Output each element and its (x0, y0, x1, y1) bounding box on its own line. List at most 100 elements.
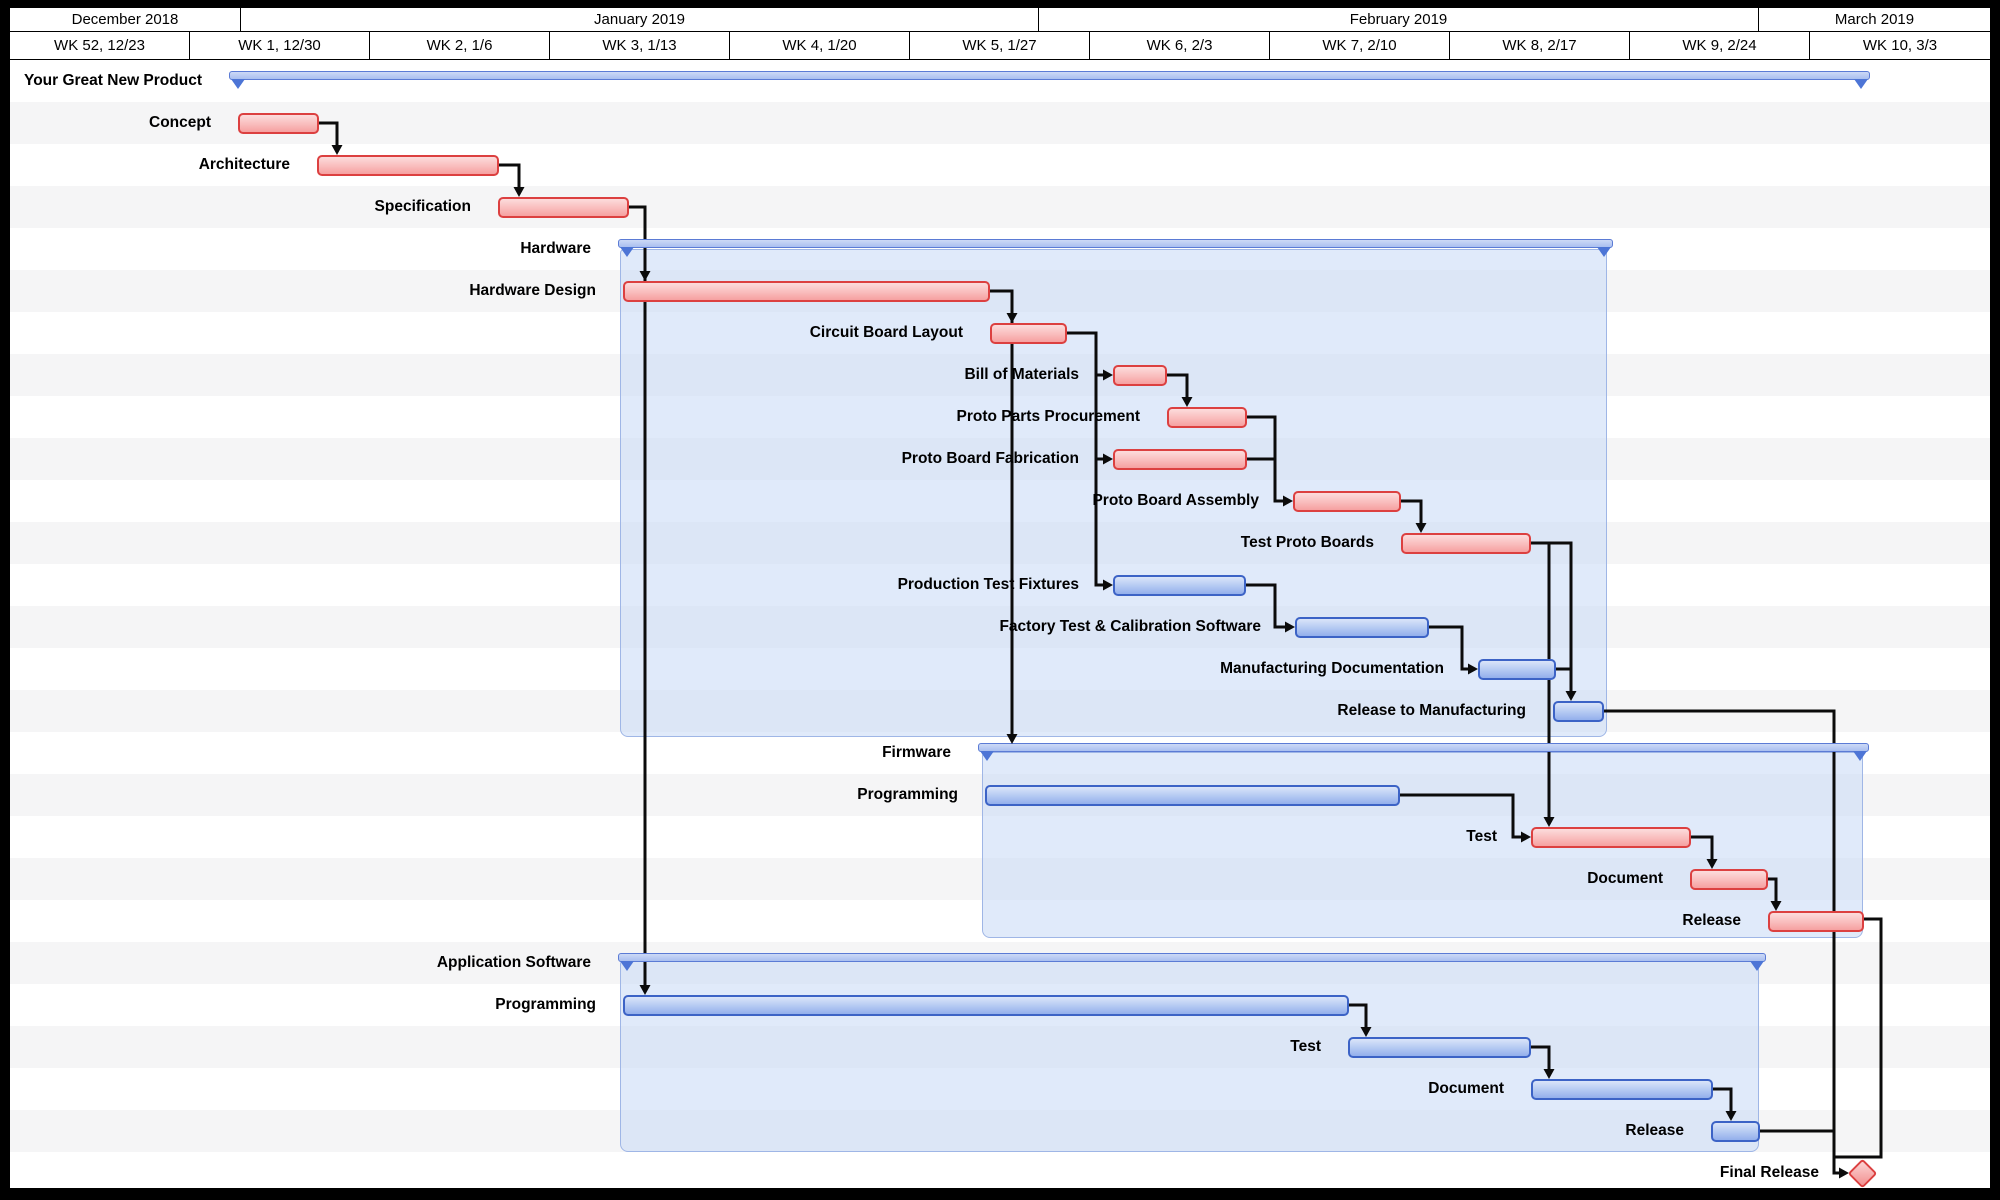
summary-end-right-icon (1597, 247, 1611, 257)
summary-bar-project[interactable] (229, 71, 1870, 89)
task-bar-bom[interactable] (1113, 364, 1167, 386)
month-label: January 2019 (594, 11, 685, 28)
task-label-app-release: Release (1625, 1122, 1684, 1139)
task-label-concept: Concept (149, 114, 211, 131)
row-stripe-4 (10, 186, 1990, 228)
task-label-pbf: Proto Board Fabrication (901, 450, 1079, 467)
row-stripe-2 (10, 102, 1990, 144)
month-label: February 2019 (1349, 11, 1448, 28)
week-label: WK 4, 1/20 (782, 37, 857, 54)
task-label-app-software: Application Software (436, 954, 591, 971)
week-cell-10: WK 9, 2/24 (1630, 32, 1810, 60)
summary-end-left-icon (620, 247, 634, 257)
task-label-final-release: Final Release (1719, 1164, 1819, 1181)
task-label-pba: Proto Board Assembly (1092, 492, 1259, 509)
summary-bar-app-software[interactable] (618, 953, 1766, 971)
task-bar-architecture[interactable] (317, 154, 499, 176)
task-bar-pbf[interactable] (1113, 448, 1247, 470)
month-label: March 2019 (1834, 11, 1915, 28)
task-label-cbl: Circuit Board Layout (809, 324, 963, 341)
summary-end-left-icon (980, 751, 994, 761)
task-label-app-test: Test (1290, 1038, 1321, 1055)
task-bar-hw-design[interactable] (623, 280, 990, 302)
month-cell-january-2019: January 2019 (241, 8, 1039, 32)
week-label: WK 9, 2/24 (1682, 37, 1757, 54)
month-label: December 2018 (71, 11, 179, 28)
milestone-final-release[interactable] (1847, 1158, 1877, 1188)
week-label: WK 2, 1/6 (426, 37, 493, 54)
task-bar-fw-document[interactable] (1690, 868, 1768, 890)
task-bar-specification[interactable] (498, 196, 629, 218)
task-bar-fw-release[interactable] (1768, 910, 1864, 932)
task-bar-ppp[interactable] (1167, 406, 1247, 428)
week-cell-7: WK 6, 2/3 (1090, 32, 1270, 60)
summary-end-right-icon (1854, 79, 1868, 89)
task-label-hardware: Hardware (520, 240, 591, 257)
task-label-specification: Specification (374, 198, 471, 215)
task-bar-app-programming[interactable] (623, 994, 1349, 1016)
week-cell-4: WK 3, 1/13 (550, 32, 730, 60)
task-label-tpb: Test Proto Boards (1240, 534, 1374, 551)
week-label: WK 5, 1/27 (962, 37, 1037, 54)
task-bar-app-test[interactable] (1348, 1036, 1531, 1058)
month-cell-december-2018: December 2018 (10, 8, 241, 32)
task-label-fw-document: Document (1587, 870, 1663, 887)
task-label-firmware: Firmware (882, 744, 951, 761)
week-label: WK 1, 12/30 (238, 37, 321, 54)
frame-right (1990, 0, 2000, 1200)
task-label-project: Your Great New Product (24, 72, 202, 89)
week-cell-9: WK 8, 2/17 (1450, 32, 1630, 60)
task-bar-ftcs[interactable] (1295, 616, 1429, 638)
week-label: WK 10, 3/3 (1862, 37, 1938, 54)
task-label-ppp: Proto Parts Procurement (956, 408, 1140, 425)
task-bar-pba[interactable] (1293, 490, 1401, 512)
task-bar-tpb[interactable] (1401, 532, 1531, 554)
summary-bar-firmware[interactable] (978, 743, 1869, 761)
task-label-hw-design: Hardware Design (469, 282, 596, 299)
week-cell-6: WK 5, 1/27 (910, 32, 1090, 60)
summary-end-left-icon (231, 79, 245, 89)
summary-end-right-icon (1853, 751, 1867, 761)
task-label-ftcs: Factory Test & Calibration Software (999, 618, 1261, 635)
week-cell-2: WK 1, 12/30 (190, 32, 370, 60)
week-cell-8: WK 7, 2/10 (1270, 32, 1450, 60)
task-label-rtm: Release to Manufacturing (1337, 702, 1526, 719)
app-software-region (620, 960, 1759, 1152)
frame-left (0, 0, 10, 1200)
task-bar-concept[interactable] (238, 112, 319, 134)
task-bar-fw-programming[interactable] (985, 784, 1400, 806)
frame-bottom (0, 1188, 2000, 1200)
week-cell-1: WK 52, 12/23 (10, 32, 190, 60)
task-bar-app-document[interactable] (1531, 1078, 1713, 1100)
task-label-mfg-doc: Manufacturing Documentation (1220, 660, 1444, 677)
month-cell-march-2019: March 2019 (1759, 8, 1990, 32)
week-label: WK 8, 2/17 (1502, 37, 1577, 54)
task-label-app-document: Document (1428, 1080, 1504, 1097)
task-label-bom: Bill of Materials (964, 366, 1079, 383)
task-bar-mfg-doc[interactable] (1478, 658, 1556, 680)
week-label: WK 6, 2/3 (1146, 37, 1213, 54)
week-cell-5: WK 4, 1/20 (730, 32, 910, 60)
week-cell-11: WK 10, 3/3 (1810, 32, 1990, 60)
task-label-ptf: Production Test Fixtures (897, 576, 1079, 593)
task-label-fw-programming: Programming (857, 786, 958, 803)
frame-top (0, 0, 2000, 8)
arrowhead-down-icon (331, 145, 343, 155)
week-label: WK 7, 2/10 (1322, 37, 1397, 54)
task-bar-rtm[interactable] (1553, 700, 1604, 722)
task-label-fw-release: Release (1682, 912, 1741, 929)
week-cell-3: WK 2, 1/6 (370, 32, 550, 60)
week-label: WK 52, 12/23 (54, 37, 145, 54)
week-label: WK 3, 1/13 (602, 37, 677, 54)
task-bar-fw-test[interactable] (1531, 826, 1691, 848)
summary-bar-hardware[interactable] (618, 239, 1613, 257)
task-label-architecture: Architecture (198, 156, 290, 173)
task-bar-app-release[interactable] (1711, 1120, 1760, 1142)
month-cell-february-2019: February 2019 (1039, 8, 1759, 32)
summary-end-left-icon (620, 961, 634, 971)
summary-end-right-icon (1750, 961, 1764, 971)
task-bar-ptf[interactable] (1113, 574, 1246, 596)
task-bar-cbl[interactable] (990, 322, 1067, 344)
task-label-fw-test: Test (1466, 828, 1497, 845)
